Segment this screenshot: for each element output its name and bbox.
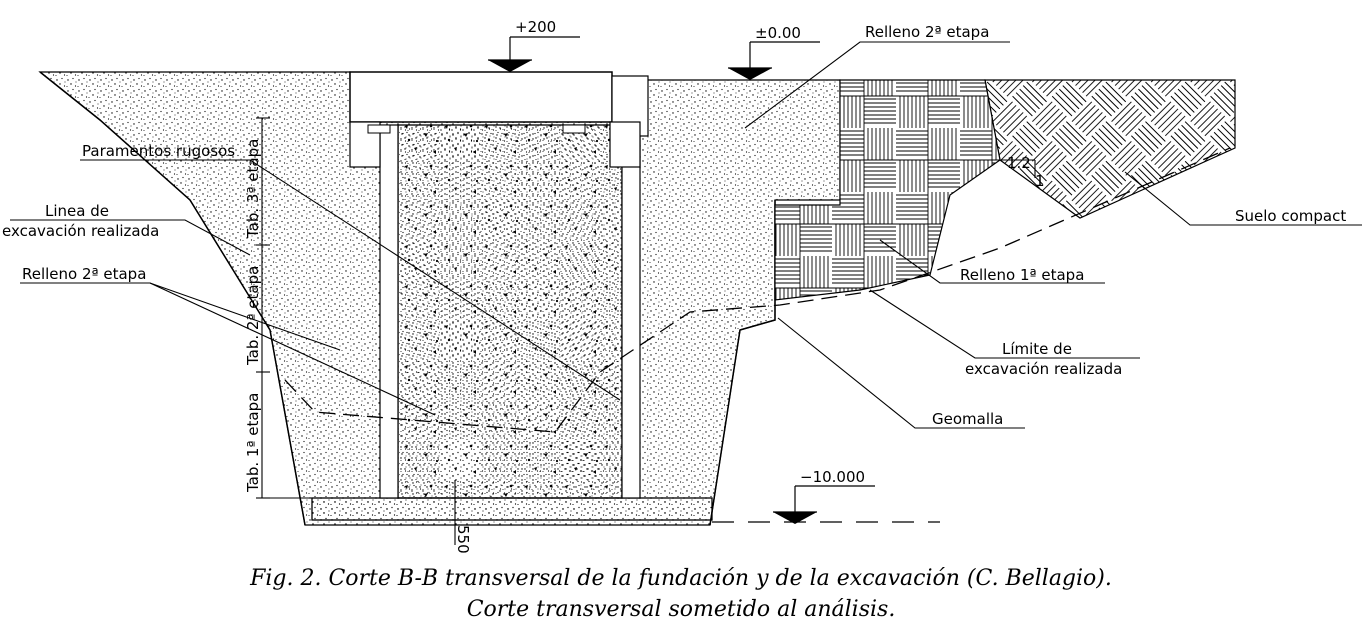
figure-caption-line-1: Fig. 2. Corte B-B transversal de la fund… [250,566,1112,591]
foundation-cap [349,71,613,123]
label-relleno-2-left: Relleno 2ª etapa [22,265,146,283]
label-tab-1: Tab. 1ª etapa [244,393,262,493]
cap-stem-right [609,121,641,168]
cap-tooth-2 [562,124,586,134]
level-marker-zero [728,41,820,80]
label-level-zero: ±0.00 [755,24,801,42]
right-wall [621,124,641,499]
left-wall [379,124,399,499]
label-dim-base: 550 [454,525,472,554]
cap-tooth-1 [367,124,391,134]
label-limite-1: Límite de [1002,340,1072,358]
label-slope-v: 1.2 [1007,154,1031,172]
label-paramentos: Paramentos rugosos [82,142,235,160]
label-linea-excav-1: Linea de [45,202,109,220]
label-tab-2: Tab. 2ª etapa [244,266,262,366]
base-dimension-marker [448,480,462,545]
level-marker-200 [488,36,580,72]
compacted-soil-right [984,79,1236,219]
label-relleno-1: Relleno 1ª etapa [960,266,1084,284]
base-slab [311,497,713,521]
figure-caption-line-2: Corte transversal sometido al análisis. [466,597,896,622]
label-slope-h: 1 [1035,172,1045,190]
label-relleno-2-top: Relleno 2ª etapa [865,23,989,41]
label-level-top: +200 [515,18,556,36]
leader-lines [10,41,1362,429]
concrete-core [397,124,623,499]
vertical-dimension [256,117,380,499]
level-marker-bottom [773,485,875,524]
excavation-line-left [39,71,306,526]
fill-stage-1-right [774,79,1001,301]
cross-section-drawing: +200 ±0.00 −10.000 550 Relleno 2ª etapa … [2,18,1362,554]
label-geomalla: Geomalla [932,410,1003,428]
label-limite-2: excavación realizada [965,360,1122,378]
label-linea-excav-2: excavación realizada [2,222,159,240]
slope-indicator [1000,159,1036,178]
label-level-bottom: −10.000 [800,468,865,486]
label-suelo: Suelo compact [1235,207,1346,225]
dashed-failure-surface [284,147,1231,433]
label-tab-3: Tab. 3ª etapa [244,139,262,239]
